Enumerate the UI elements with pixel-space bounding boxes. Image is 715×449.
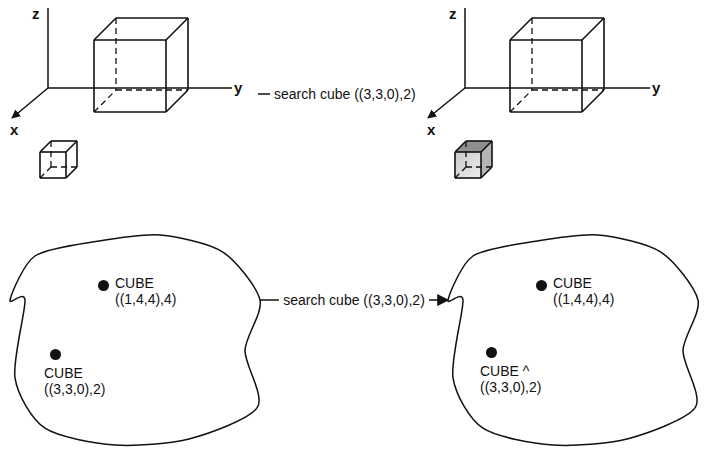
axis-label: z (449, 6, 457, 22)
item-coordinates: ((1,4,4),4) (115, 291, 176, 307)
text-group: CUBE((1,4,4),4) (115, 275, 176, 307)
cloud-outline (10, 235, 260, 445)
axis-label: y (234, 80, 242, 96)
cube-item: CUBE ^((3,3,0),2) (480, 347, 541, 395)
cube-drawing (40, 141, 77, 178)
axis-label: z (32, 6, 40, 22)
cube-item: CUBE((1,4,4),4) (536, 275, 614, 307)
text-group: CUBE((3,3,0),2) (44, 365, 105, 397)
item-name: CUBE (553, 275, 614, 291)
point-dot (536, 280, 547, 291)
item-name: CUBE ^ (480, 363, 541, 379)
axis-label: y (652, 80, 660, 96)
cube-drawing (94, 18, 188, 112)
axes (428, 8, 650, 118)
item-name: CUBE (44, 365, 105, 381)
axis-label: x (10, 122, 18, 138)
item-coordinates: ((3,3,0),2) (480, 379, 541, 395)
cloud-region: CUBE((1,4,4),4)CUBE((3,3,0),2) (10, 235, 260, 445)
text-group: CUBE((1,4,4),4) (553, 275, 614, 307)
item-coordinates: ((3,3,0),2) (44, 381, 105, 397)
axes (12, 8, 232, 118)
arrow-label: search cube ((3,3,0),2) (270, 86, 420, 102)
item-name: CUBE (115, 275, 176, 291)
axis-label: x (427, 122, 435, 138)
point-dot (50, 349, 61, 360)
point-dot (98, 280, 109, 291)
arrow-label: search cube ((3,3,0),2) (279, 292, 429, 308)
cloud-region: CUBE((1,4,4),4) CUBE ^((3,3,0),2) (448, 235, 698, 445)
point-dot (486, 347, 497, 358)
cube-drawing (455, 141, 492, 178)
item-coordinates: ((1,4,4),4) (553, 291, 614, 307)
text-group: CUBE ^((3,3,0),2) (480, 363, 541, 395)
cube-drawing (510, 18, 604, 112)
cube-item: CUBE((3,3,0),2) (44, 349, 105, 397)
cloud-outline (448, 235, 698, 445)
cube-item: CUBE((1,4,4),4) (98, 275, 176, 307)
